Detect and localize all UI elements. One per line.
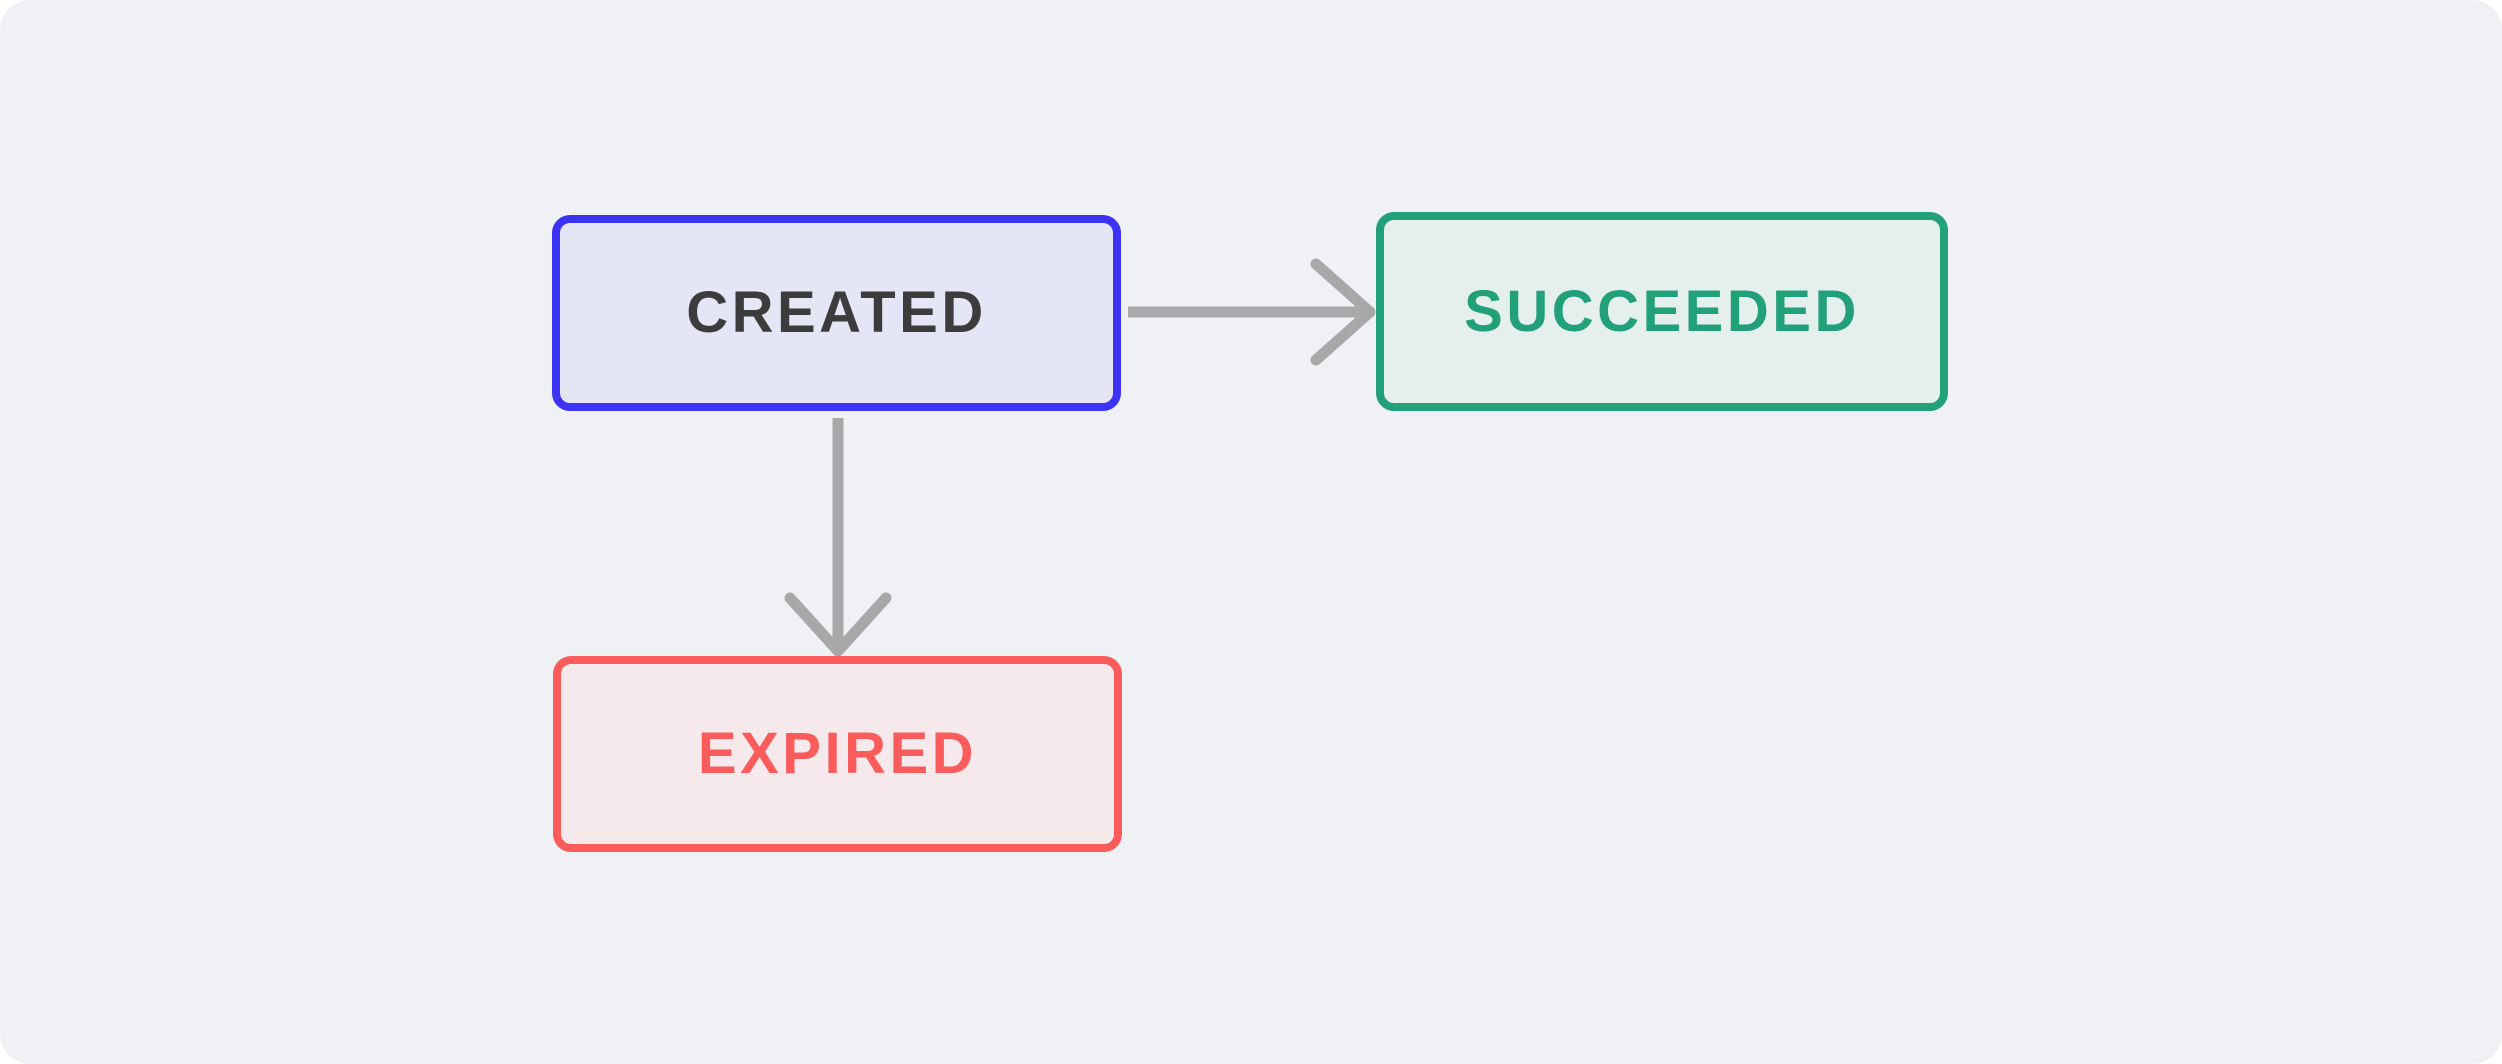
state-node-created[interactable]: CREATED: [552, 215, 1121, 411]
arrowhead-down-icon: [784, 592, 892, 657]
state-label-expired: EXPIRED: [697, 721, 978, 786]
state-node-succeeded[interactable]: SUCCEEDED: [1376, 212, 1948, 411]
state-label-created: CREATED: [686, 280, 987, 345]
edge-created-to-succeeded: [1128, 258, 1376, 366]
state-label-succeeded: SUCCEEDED: [1464, 278, 1860, 344]
edge-created-to-expired: [784, 418, 892, 657]
arrowhead-right-icon: [1310, 258, 1376, 366]
state-node-expired[interactable]: EXPIRED: [553, 656, 1122, 852]
